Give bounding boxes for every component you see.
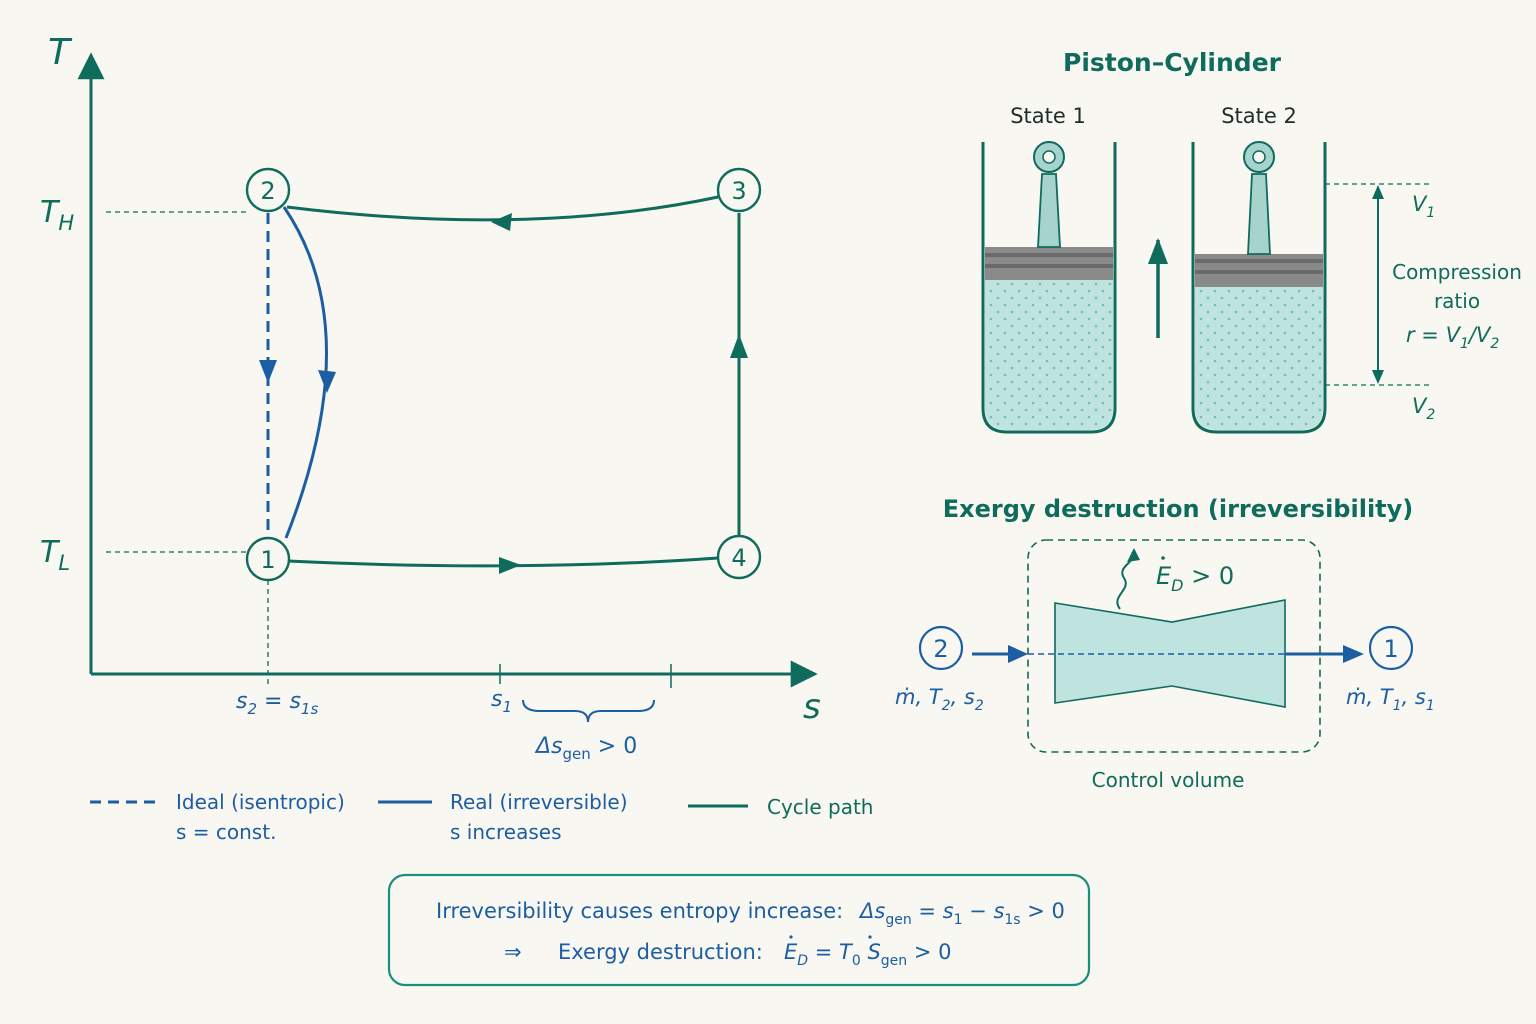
- flow-inlet-head: [1008, 645, 1028, 663]
- state-1-marker: 1: [245, 536, 291, 582]
- t-low-label: TL: [40, 535, 70, 575]
- svg-text:4: 4: [731, 544, 746, 572]
- piston-rings-1: [985, 247, 1113, 280]
- summary-sgen-dot: [868, 935, 872, 939]
- state-3-marker: 3: [716, 167, 762, 213]
- cylinder-state1: [981, 141, 1117, 434]
- dim-arrow-bottom: [1372, 370, 1384, 384]
- inlet-label: ṁ, T2, s2: [895, 685, 984, 714]
- legend: Ideal (isentropic) s = const. Real (irre…: [90, 790, 873, 844]
- ed-label: ED > 0: [1156, 562, 1234, 595]
- state-4-marker: 4: [716, 534, 762, 580]
- legend-ideal-sublabel: s = const.: [176, 820, 276, 844]
- ts-diagram: T s TH TL 2 3: [40, 32, 821, 763]
- piston-title: Piston–Cylinder: [1063, 48, 1282, 77]
- summary-box: Irreversibility causes entropy increase:…: [387, 873, 1091, 987]
- exergy-panel: Exergy destruction (irreversibility) Con…: [895, 495, 1435, 792]
- real-arrow: [318, 370, 336, 393]
- piston-cylinder-panel: Piston–Cylinder State 1 State 2: [981, 48, 1522, 434]
- control-volume-boundary: [1027, 539, 1321, 753]
- s-axis-label: s: [803, 687, 821, 727]
- compression-ratio-formula: r = V1/V2: [1406, 323, 1499, 352]
- compression-ratio-label-2: ratio: [1434, 289, 1480, 313]
- state1-label: State 1: [1010, 104, 1086, 128]
- svg-text:2: 2: [933, 635, 948, 663]
- v1-label: V1: [1412, 192, 1435, 221]
- arrow-4-3: [730, 334, 748, 358]
- exergy-wave-head: [1127, 548, 1140, 562]
- t-high-label: TH: [40, 195, 74, 235]
- outlet-state-marker: 1: [1368, 625, 1414, 671]
- cylinder-state2: [1191, 141, 1327, 434]
- control-volume-label: Control volume: [1092, 768, 1245, 792]
- svg-text:3: 3: [731, 177, 746, 205]
- legend-cycle-label: Cycle path: [767, 795, 873, 819]
- arrow-3-2: [491, 213, 512, 231]
- v2-label: V2: [1412, 394, 1435, 423]
- compression-arrow-head: [1148, 238, 1168, 264]
- exergy-title: Exergy destruction (irreversibility): [943, 495, 1414, 523]
- ideal-arrow: [259, 360, 277, 383]
- summary-line2: ⇒Exergy destruction:ED = T0 Sgen > 0: [504, 940, 951, 969]
- connecting-rod-1: [1037, 173, 1061, 248]
- path-3-to-2: [286, 195, 719, 222]
- real-irreversible-curve: [282, 206, 328, 539]
- state2-label: State 2: [1221, 104, 1297, 128]
- outlet-label: ṁ, T1, s1: [1346, 685, 1435, 714]
- summary-ed-dot: [789, 935, 793, 939]
- svg-text:1: 1: [1383, 635, 1398, 663]
- svg-text:1: 1: [260, 546, 275, 574]
- tick-label-s2-eq-s1s: s2 = s1s: [236, 689, 318, 718]
- connecting-rod-2: [1247, 173, 1271, 255]
- svg-text:2: 2: [260, 177, 275, 205]
- summary-line1: Irreversibility causes entropy increase:…: [436, 899, 1065, 928]
- tick-label-s1: s1: [491, 687, 512, 716]
- compression-ratio-label-1: Compression: [1392, 260, 1522, 284]
- delta-sgen-label: Δsgen > 0: [534, 734, 637, 763]
- dim-arrow-top: [1372, 185, 1384, 199]
- state-2-marker: 2: [245, 167, 291, 213]
- ed-dot: [1161, 556, 1165, 560]
- legend-ideal-label: Ideal (isentropic): [176, 790, 345, 814]
- flow-outlet-head: [1343, 645, 1364, 663]
- arrow-1-4: [499, 557, 521, 574]
- legend-real-sublabel: s increases: [450, 820, 562, 844]
- legend-real-label: Real (irreversible): [450, 790, 628, 814]
- inlet-state-marker: 2: [918, 625, 964, 671]
- delta-sgen-brace: [522, 699, 655, 723]
- t-axis-label: T: [48, 32, 73, 73]
